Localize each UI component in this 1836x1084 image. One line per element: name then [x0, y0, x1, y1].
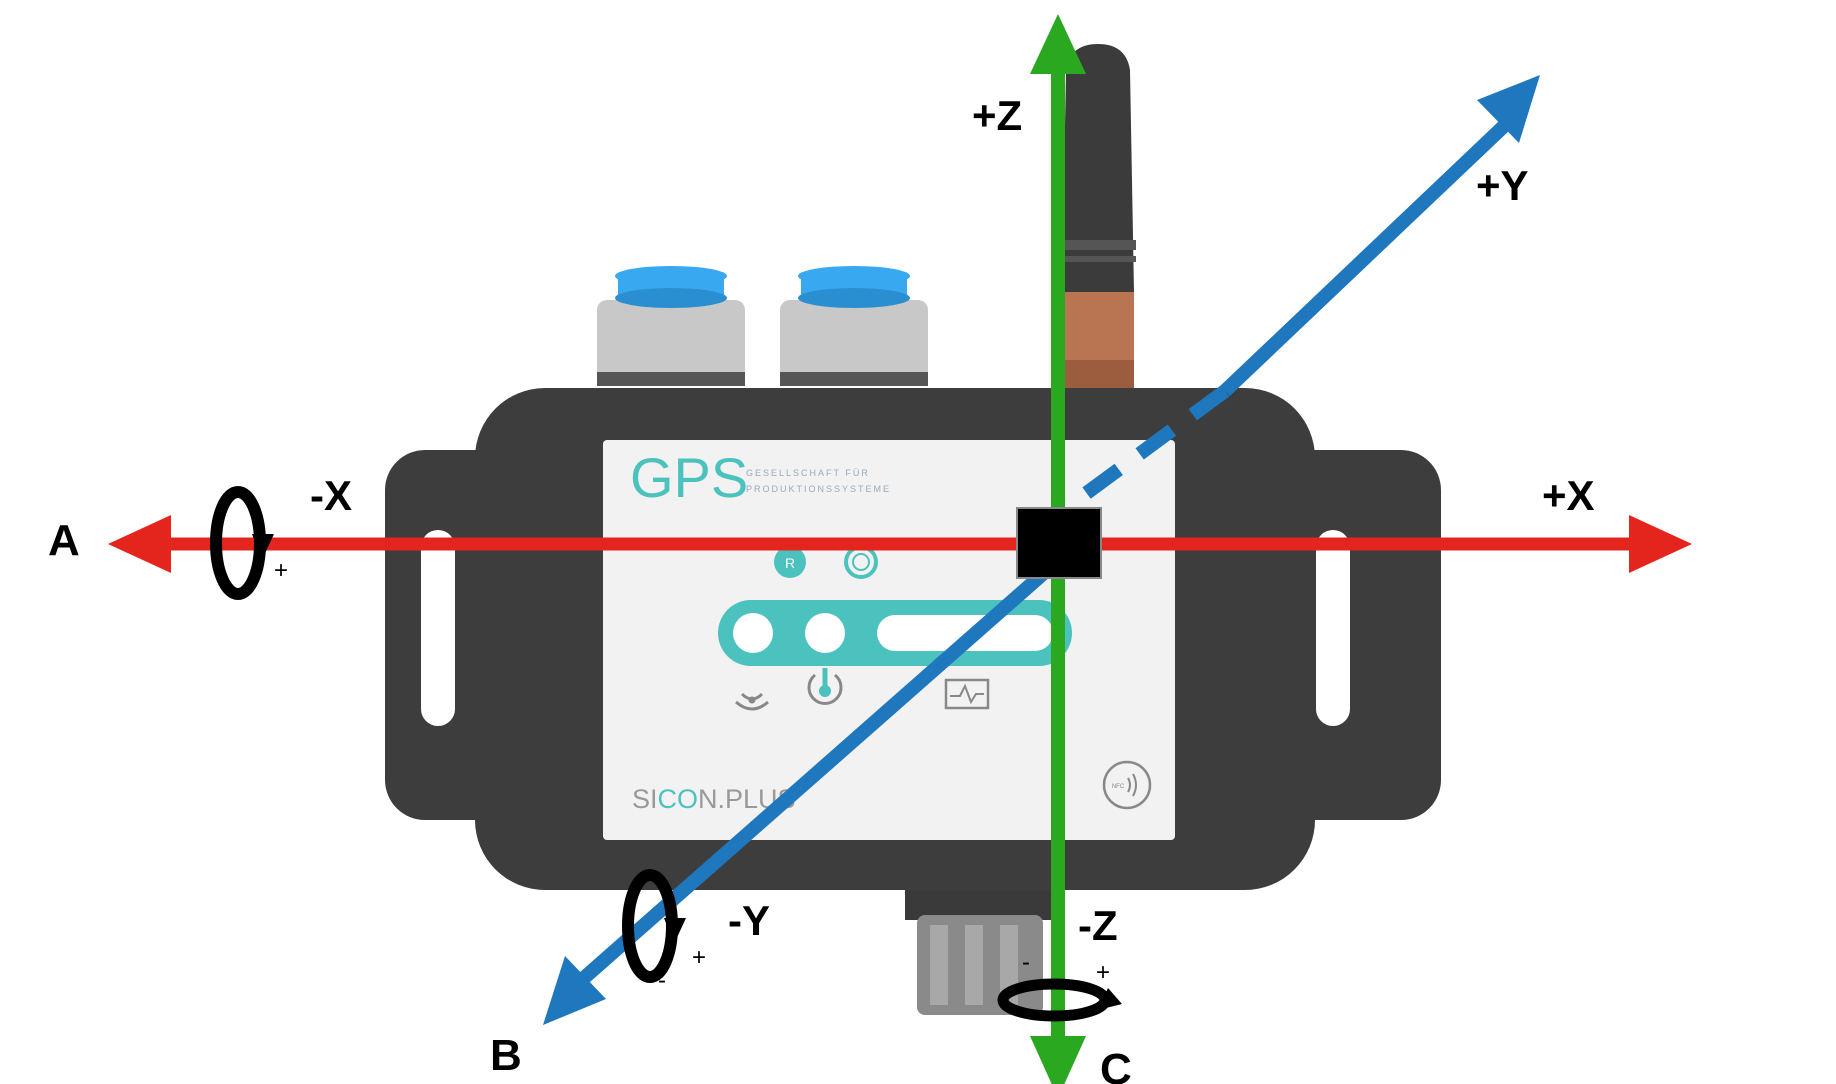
brand-logo: GPS [630, 446, 748, 509]
brand-subtitle-1: GESELLSCHAFT FÜR [746, 468, 870, 478]
label-rotation-a: A [48, 516, 80, 565]
reset-badge-label: R [785, 555, 795, 571]
label-minus-x: -X [310, 472, 352, 519]
z-axis-negative-arrowhead [1030, 1036, 1086, 1084]
wifi-signal-icon [735, 692, 769, 711]
brand-subtitle-2: PRODUKTIONSSYSTEME [746, 484, 891, 494]
rotation-c-plus: + [1096, 959, 1110, 986]
x-axis-negative-arrowhead [108, 515, 171, 573]
y-axis-negative-arrowhead [543, 956, 606, 1025]
reset-badge [774, 546, 806, 578]
label-plus-z: +Z [972, 92, 1022, 139]
x-axis-positive-arrowhead [1629, 515, 1692, 573]
y-axis-positive-arrowhead [1477, 75, 1540, 143]
label-rotation-b: B [490, 1031, 522, 1080]
imu-chip: IMU [1016, 507, 1102, 579]
mounting-slot-left [421, 530, 455, 726]
product-name-pre: SI [632, 784, 658, 814]
label-minus-y: -Y [728, 897, 770, 944]
nfc-icon: NFC [1102, 760, 1152, 810]
y-axis [543, 75, 1540, 1025]
rotation-c-icon: - + [997, 949, 1122, 1022]
z-axis-positive-arrowhead [1030, 14, 1086, 74]
x-axis [108, 515, 1692, 573]
rotation-c-minus: - [1022, 949, 1030, 976]
power-icon [807, 668, 843, 705]
rotation-b-plus: + [692, 944, 706, 971]
rotation-a-plus: + [274, 557, 288, 584]
imu-label: IMU [1039, 530, 1079, 555]
rotation-b-icon: + - [622, 869, 706, 994]
sensor-device: GPS GESELLSCHAFT FÜR PRODUKTIONSSYSTEME … [385, 44, 1441, 1015]
label-plus-x: +X [1542, 472, 1595, 519]
activity-monitor-icon [944, 678, 990, 710]
label-minus-z: -Z [1078, 902, 1118, 949]
mounting-slot-right [1316, 530, 1350, 726]
rotation-b-minus: - [658, 967, 666, 994]
rotation-a-minus: - [240, 578, 248, 605]
air-fitting-right [780, 266, 928, 386]
label-plus-y: +Y [1476, 162, 1529, 209]
led-bar [718, 600, 1072, 666]
product-name-co: CO [658, 784, 699, 814]
rotation-a-icon: + - [210, 486, 288, 605]
air-fitting-left [597, 266, 745, 386]
antenna [1054, 44, 1136, 388]
nfc-label: NFC [1112, 784, 1125, 790]
connector-m12 [905, 880, 1055, 1015]
label-rotation-c: C [1100, 1045, 1132, 1084]
